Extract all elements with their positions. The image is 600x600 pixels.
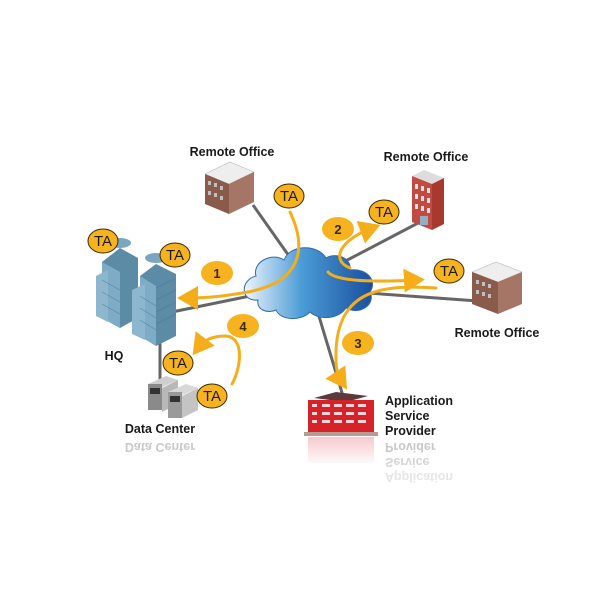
ta-label: TA — [94, 233, 112, 250]
flow-arrow-1 — [177, 210, 301, 310]
ta-label: TA — [375, 204, 393, 221]
asp-label-reflection-line-2: Service — [385, 455, 430, 469]
link-remote-top-cloud — [251, 204, 291, 257]
ta-badge-dc-2: TA — [196, 383, 228, 409]
ta-badge-dc-1: TA — [162, 350, 194, 376]
ta-badge-hq-2: TA — [159, 242, 191, 268]
data-center-label-reflection: Data Center — [125, 440, 195, 454]
network-links — [158, 204, 479, 397]
link-remote-right-cloud — [367, 291, 479, 303]
flow-arrow-2b — [326, 268, 425, 293]
data-center-label: Data Center — [125, 422, 195, 436]
step-number: 2 — [334, 222, 341, 237]
ta-label: TA — [169, 355, 187, 372]
flow-arrow-2 — [338, 220, 381, 270]
step-badge-1: 1 — [201, 261, 233, 285]
remote-office-top-building-icon — [204, 161, 255, 214]
asp-label-line-3: Provider — [385, 424, 436, 438]
ta-label: TA — [203, 388, 221, 405]
hq-office-tower-icon — [96, 238, 177, 346]
ta-label: TA — [440, 263, 458, 280]
remote-office-right-building-icon — [471, 261, 523, 314]
link-hq-cloud — [171, 294, 251, 314]
step-badge-3: 3 — [342, 331, 374, 355]
link-remote-right-top-cloud — [335, 220, 421, 268]
step-number: 4 — [239, 319, 247, 334]
asp-building-icon — [300, 392, 382, 466]
asp-label-reflection-line-3: Application — [385, 470, 453, 484]
ta-badge-remote-right-top: TA — [368, 199, 400, 225]
flow-arrow-4 — [192, 331, 241, 386]
ta-label: TA — [166, 247, 184, 264]
flow-arrow-3 — [325, 285, 438, 390]
ta-label: TA — [280, 188, 298, 205]
asp-label-reflection-line-1: Provider — [385, 440, 436, 454]
flow-arrows — [177, 210, 438, 390]
remote-office-top-label: Remote Office — [190, 145, 275, 159]
remote-office-right-top-label: Remote Office — [384, 150, 469, 164]
step-number: 3 — [354, 336, 361, 351]
data-center-server-icon — [148, 376, 198, 418]
step-badge-2: 2 — [322, 217, 354, 241]
hq-label: HQ — [105, 349, 124, 363]
remote-office-right-top-building-icon — [412, 170, 444, 230]
asp-label-line-1: Application — [385, 394, 453, 408]
asp-label-line-2: Service — [385, 409, 430, 423]
cloud-icon — [243, 247, 373, 319]
ta-badge-remote-top: TA — [273, 183, 305, 209]
remote-office-right-label: Remote Office — [455, 326, 540, 340]
ta-badge-hq-1: TA — [87, 228, 119, 254]
step-number: 1 — [213, 266, 220, 281]
step-badge-4: 4 — [227, 314, 259, 338]
ta-badge-remote-right: TA — [433, 258, 465, 284]
